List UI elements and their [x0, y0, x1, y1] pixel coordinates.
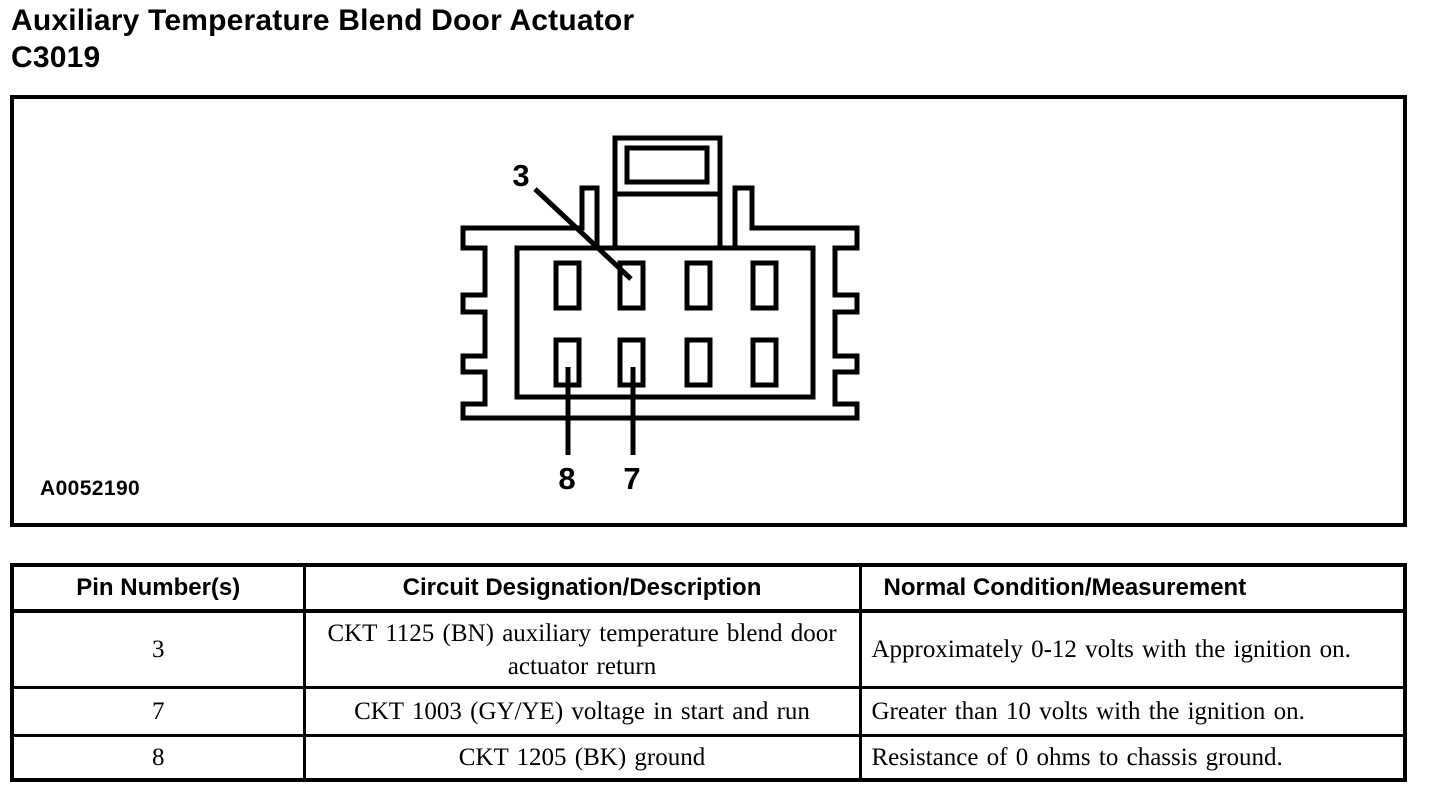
- table-header-row: Pin Number(s) Circuit Designation/Descri…: [10, 563, 1407, 613]
- callout-label-pin8: 8: [558, 461, 575, 496]
- page-title: Auxiliary Temperature Blend Door Actuato…: [11, 2, 634, 76]
- pin-slot-top-1: [553, 260, 582, 311]
- pin-slot-top-3: [684, 260, 713, 311]
- table-row-pin8: 8 CKT 1205 (BK) ground Resistance of 0 o…: [10, 734, 1407, 782]
- socket-inner-rect: [514, 245, 816, 400]
- pin3-condition-cell: Approximately 0-12 volts with the igniti…: [858, 609, 1407, 689]
- callout-label-pin7: 7: [623, 461, 640, 496]
- table-row-pin3: 3 CKT 1125 (BN) auxiliary temperature bl…: [10, 609, 1407, 689]
- connector-diagram: 3 8 7: [460, 135, 860, 496]
- header-pin-number: Pin Number(s): [10, 563, 306, 613]
- connector-body-outline: [460, 135, 860, 421]
- pin8-circuit-cell: CKT 1205 (BK) ground: [302, 734, 862, 782]
- pin7-number-cell: 7: [10, 686, 306, 737]
- pin8-condition-cell: Resistance of 0 ohms to chassis ground.: [858, 734, 1407, 782]
- callout-line-pin3: [533, 187, 633, 281]
- pin3-number-cell: 3: [10, 609, 306, 689]
- pin7-circuit-cell: CKT 1003 (GY/YE) voltage in start and ru…: [302, 686, 862, 737]
- connector-figure: 3 8 7 A0052190: [10, 95, 1407, 527]
- pin7-condition-cell: Greater than 10 volts with the ignition …: [858, 686, 1407, 737]
- page-title-line2: C3019: [11, 41, 101, 74]
- pin8-number-cell: 8: [10, 734, 306, 782]
- figure-image-code: A0052190: [40, 477, 141, 500]
- pin3-circuit-cell: CKT 1125 (BN) auxiliary temperature blen…: [302, 609, 862, 689]
- latch-window: [624, 145, 710, 185]
- header-circuit-designation: Circuit Designation/Description: [302, 563, 862, 613]
- table-row-pin7: 7 CKT 1003 (GY/YE) voltage in start and …: [10, 686, 1407, 737]
- pin-slot-bottom-4: [750, 337, 779, 388]
- pin-description-table: Pin Number(s) Circuit Designation/Descri…: [10, 563, 1407, 782]
- header-normal-condition: Normal Condition/Measurement: [858, 563, 1407, 613]
- pin-slot-top-2-pin3: [617, 260, 646, 311]
- callout-label-pin3: 3: [512, 158, 529, 193]
- page-title-line1: Auxiliary Temperature Blend Door Actuato…: [11, 4, 635, 37]
- pin-slot-bottom-3: [684, 337, 713, 388]
- pin-slot-top-4: [750, 260, 779, 311]
